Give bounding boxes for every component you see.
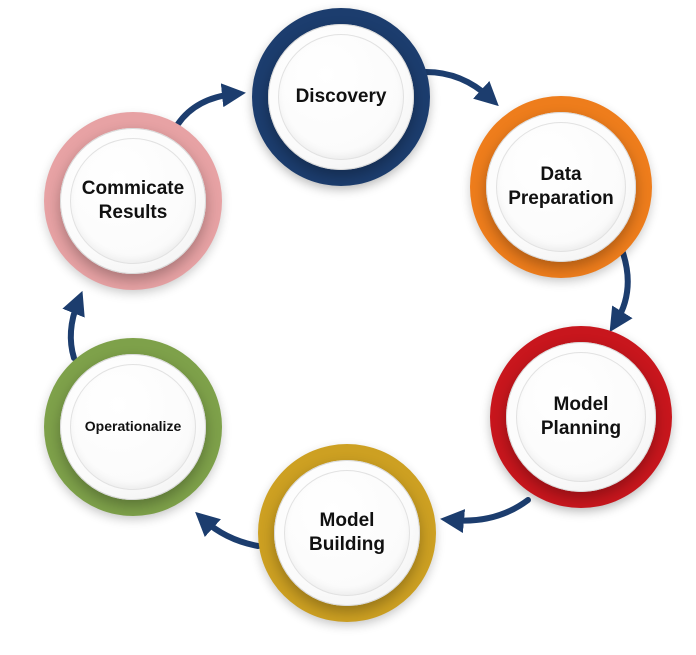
arrow-planning-to-building xyxy=(440,497,531,534)
stage-data-preparation: Data Preparation xyxy=(470,96,652,278)
stage-label: Discovery xyxy=(295,86,387,108)
arrow-communicate-to-discovery xyxy=(175,83,246,127)
stage-inner-circle: Data Preparation xyxy=(486,112,636,262)
stage-label: Data Preparation xyxy=(508,164,614,209)
stage-label: Model Building xyxy=(309,510,385,555)
arrow-preparation-to-planning xyxy=(609,247,633,333)
stage-inner-circle: Discovery xyxy=(268,24,414,170)
arrow-operationalize-to-communicate xyxy=(62,290,85,361)
stage-label: Commicate Results xyxy=(81,178,185,223)
stage-operationalize: Operationalize xyxy=(44,338,222,516)
stage-model-building: Model Building xyxy=(258,444,436,622)
stage-model-planning: Model Planning xyxy=(490,326,672,508)
stage-label: Model Planning xyxy=(540,394,622,439)
stage-inner-circle: Model Building xyxy=(274,460,420,606)
arrow-discovery-to-preparation xyxy=(423,69,499,107)
arrow-building-to-operationalize xyxy=(195,511,261,549)
stage-discovery: Discovery xyxy=(252,8,430,186)
stage-inner-circle: Operationalize xyxy=(60,354,206,500)
stage-communicate-results: Commicate Results xyxy=(44,112,222,290)
stage-inner-circle: Commicate Results xyxy=(60,128,206,274)
stage-inner-circle: Model Planning xyxy=(506,342,656,492)
stage-label: Operationalize xyxy=(84,418,182,435)
